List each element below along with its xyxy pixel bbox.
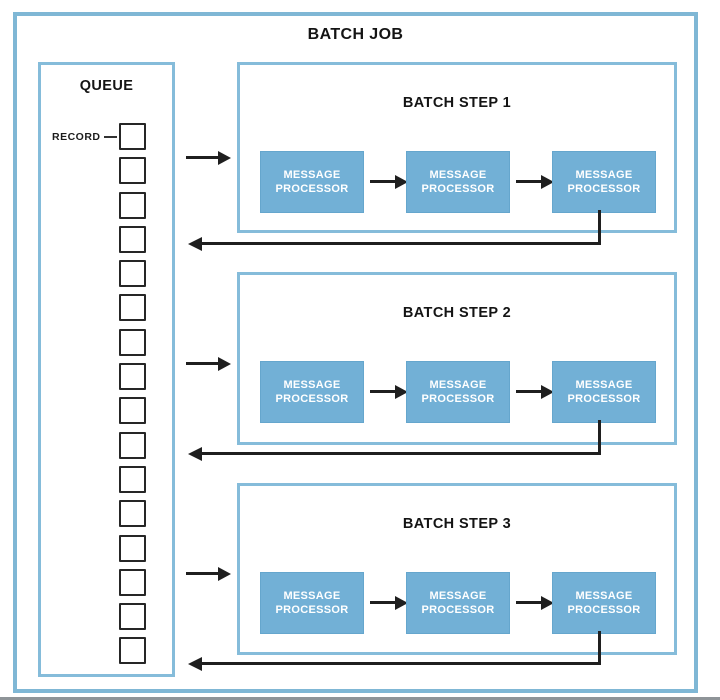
record-square [119,191,146,219]
batch-job-title: BATCH JOB [307,26,404,43]
processor-flow-arrow [370,601,395,604]
step3-return-connector [598,631,601,665]
record-square [119,568,146,596]
message-processor-label: MESSAGE PROCESSOR [275,589,349,616]
batch-step-3-box: BATCH STEP 3 MESSAGE PROCESSOR MESSAGE P… [237,483,677,655]
message-processor-box: MESSAGE PROCESSOR [406,151,510,213]
batch-step-2-box: BATCH STEP 2 MESSAGE PROCESSOR MESSAGE P… [237,272,677,445]
message-processor-box: MESSAGE PROCESSOR [260,572,364,634]
message-processor-box: MESSAGE PROCESSOR [552,151,656,213]
queue-to-step3-arrow [186,572,218,575]
record-square [119,328,146,356]
message-processor-label: MESSAGE PROCESSOR [421,378,495,405]
record-square [119,603,146,631]
queue-to-step1-arrow [186,156,218,159]
record-square [119,637,146,665]
record-square [119,500,146,528]
message-processor-label: MESSAGE PROCESSOR [421,589,495,616]
message-processor-box: MESSAGE PROCESSOR [406,361,510,423]
message-processor-box: MESSAGE PROCESSOR [552,572,656,634]
batch-step-2-title: BATCH STEP 2 [402,305,512,321]
processor-flow-arrow [516,390,541,393]
record-square [119,123,146,150]
record-square [119,225,146,253]
message-processor-box: MESSAGE PROCESSOR [552,361,656,423]
processor-flow-arrow [370,180,395,183]
processor-flow-arrow [516,601,541,604]
step1-return-arrow [202,242,601,245]
message-processor-box: MESSAGE PROCESSOR [260,151,364,213]
record-square [119,363,146,391]
processor-flow-arrow [370,390,395,393]
record-square [119,157,146,185]
record-square [119,294,146,322]
record-square [119,534,146,562]
record-label: RECORD [52,131,101,143]
message-processor-label: MESSAGE PROCESSOR [567,168,641,195]
image-bottom-edge [0,697,720,700]
message-processor-label: MESSAGE PROCESSOR [567,589,641,616]
message-processor-label: MESSAGE PROCESSOR [421,168,495,195]
message-processor-box: MESSAGE PROCESSOR [406,572,510,634]
step1-return-connector [598,210,601,245]
step2-return-connector [598,420,601,455]
message-processor-box: MESSAGE PROCESSOR [260,361,364,423]
queue-record-list [119,123,148,665]
step2-return-arrow [202,452,601,455]
batch-step-1-box: BATCH STEP 1 MESSAGE PROCESSOR MESSAGE P… [237,62,677,233]
record-square [119,465,146,493]
record-square [119,260,146,288]
record-square [119,397,146,425]
step3-return-arrow [202,662,601,665]
record-pointer-line [104,136,117,138]
batch-step-1-title: BATCH STEP 1 [402,95,512,111]
batch-step-3-title: BATCH STEP 3 [402,516,512,532]
message-processor-label: MESSAGE PROCESSOR [275,378,349,405]
record-square [119,431,146,459]
processor-flow-arrow [516,180,541,183]
message-processor-label: MESSAGE PROCESSOR [275,168,349,195]
queue-label: QUEUE [79,78,134,94]
queue-box [38,62,175,677]
queue-to-step2-arrow [186,362,218,365]
message-processor-label: MESSAGE PROCESSOR [567,378,641,405]
